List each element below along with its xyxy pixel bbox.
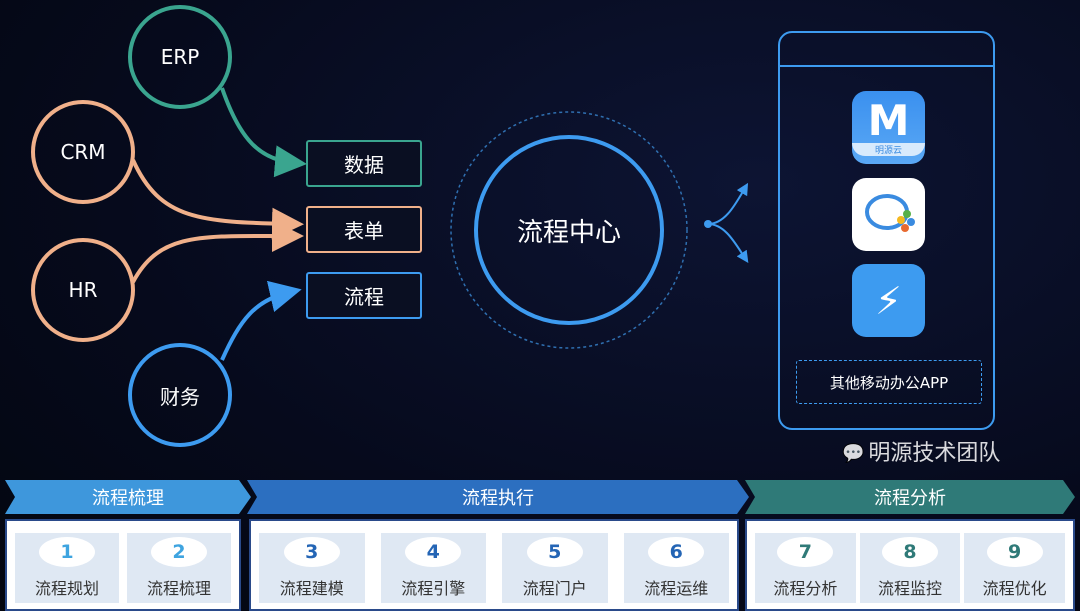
step-number: 3 bbox=[283, 537, 340, 567]
stage-banner-sorting: 流程梳理 bbox=[5, 480, 251, 514]
step-card: 2 流程梳理 bbox=[127, 533, 231, 603]
connector-arrows bbox=[131, 87, 749, 361]
step-number: 1 bbox=[39, 537, 95, 567]
type-process: 流程 bbox=[306, 272, 422, 319]
step-label: 流程门户 bbox=[522, 579, 587, 598]
wechat-work-app-icon[interactable] bbox=[852, 178, 925, 251]
step-label: 流程分析 bbox=[773, 579, 838, 598]
step-label: 流程梳理 bbox=[146, 579, 211, 598]
step-number: 7 bbox=[777, 537, 834, 567]
stage-title: 流程分析 bbox=[874, 488, 946, 509]
source-label: HR bbox=[68, 278, 98, 302]
other-apps-box: 其他移动办公APP bbox=[796, 360, 982, 404]
type-data: 数据 bbox=[306, 140, 422, 187]
step-label: 流程运维 bbox=[644, 579, 709, 598]
dingtalk-app-icon[interactable]: ⚡ bbox=[852, 264, 925, 337]
stage-banner-analysis: 流程分析 bbox=[745, 480, 1075, 514]
source-label: CRM bbox=[60, 140, 106, 164]
phone-divider bbox=[780, 65, 993, 67]
step-card: 4 流程引擎 bbox=[380, 533, 486, 603]
stage-panel-sorting: 1 流程规划 2 流程梳理 bbox=[5, 519, 241, 611]
source-crm: CRM bbox=[31, 100, 135, 204]
source-label: 财务 bbox=[160, 384, 200, 409]
stage-panel-analysis: 7 流程分析 8 流程监控 9 流程优化 bbox=[745, 519, 1075, 611]
step-number: 4 bbox=[405, 537, 462, 567]
center-label: 流程中心 bbox=[516, 217, 621, 248]
step-card: 3 流程建模 bbox=[259, 533, 365, 603]
stage-title: 流程梳理 bbox=[92, 488, 164, 509]
m-logo-glyph: M bbox=[867, 96, 910, 145]
phone-frame bbox=[778, 31, 995, 430]
type-label: 表单 bbox=[344, 219, 384, 243]
step-number: 2 bbox=[151, 537, 207, 567]
step-card: 8 流程监控 bbox=[859, 533, 961, 603]
step-card: 7 流程分析 bbox=[755, 533, 856, 603]
type-label: 流程 bbox=[344, 285, 384, 309]
source-hr: HR bbox=[31, 238, 135, 342]
step-label: 流程监控 bbox=[878, 579, 943, 598]
app-logo-text: 明源云 bbox=[852, 143, 925, 156]
watermark-text: 明源技术团队 bbox=[868, 441, 1001, 466]
step-number: 6 bbox=[648, 537, 705, 567]
step-card: 9 流程优化 bbox=[964, 533, 1066, 603]
step-number: 9 bbox=[986, 537, 1043, 567]
step-label: 流程优化 bbox=[982, 579, 1047, 598]
step-label: 流程建模 bbox=[279, 579, 344, 598]
type-label: 数据 bbox=[344, 153, 384, 177]
step-card: 6 流程运维 bbox=[623, 533, 729, 603]
mingyuanyun-app-icon[interactable]: M 明源云 bbox=[852, 91, 925, 164]
source-finance: 财务 bbox=[128, 343, 232, 447]
step-card: 1 流程规划 bbox=[15, 533, 119, 603]
stage-panel-execution: 3 流程建模 4 流程引擎 5 流程门户 6 流程运维 bbox=[249, 519, 739, 611]
step-number: 8 bbox=[882, 537, 938, 567]
other-apps-label: 其他移动办公APP bbox=[829, 373, 949, 392]
source-label: ERP bbox=[160, 45, 200, 69]
step-number: 5 bbox=[526, 537, 583, 567]
type-form: 表单 bbox=[306, 206, 422, 253]
step-label: 流程规划 bbox=[34, 579, 99, 598]
wechat-icon: 💬 bbox=[842, 443, 865, 464]
step-label: 流程引擎 bbox=[401, 579, 466, 598]
step-card: 5 流程门户 bbox=[502, 533, 608, 603]
watermark: 💬明源技术团队 bbox=[842, 439, 1000, 469]
source-erp: ERP bbox=[128, 5, 232, 109]
stage-title: 流程执行 bbox=[462, 488, 534, 509]
process-center: 流程中心 bbox=[474, 135, 664, 325]
stage-banner-execution: 流程执行 bbox=[247, 480, 749, 514]
